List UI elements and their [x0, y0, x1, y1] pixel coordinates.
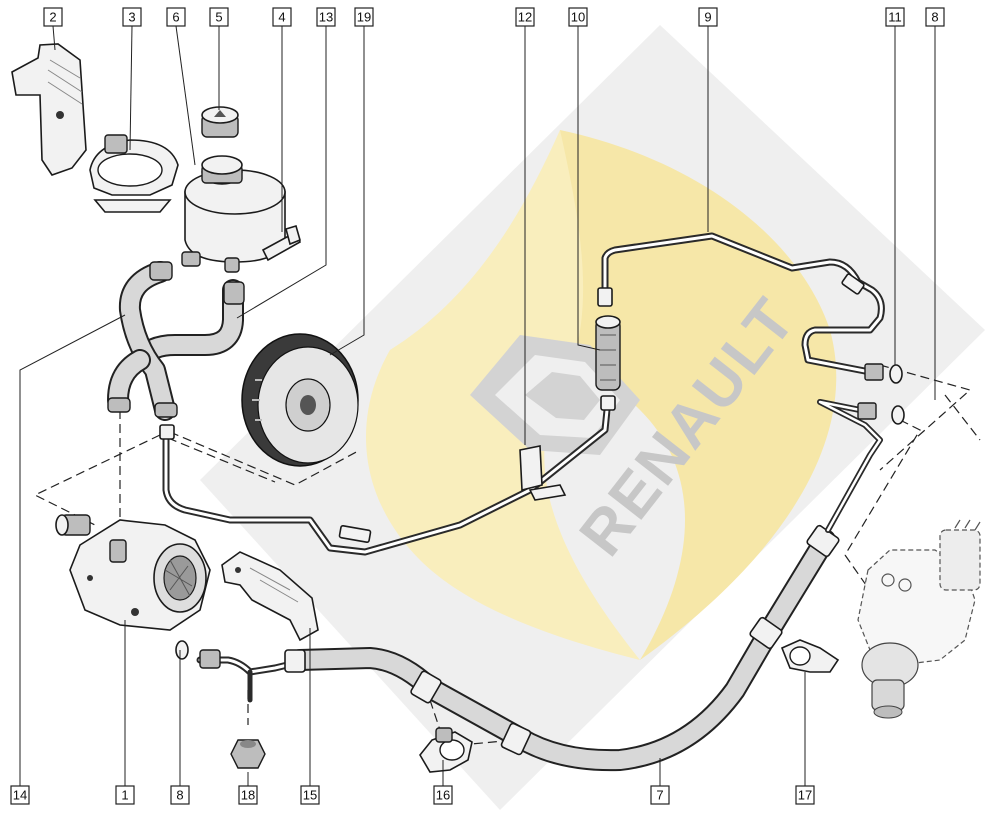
bracket-2 — [11, 43, 87, 176]
callout-label-c5: 5 — [215, 10, 222, 25]
callout-box-c16 — [433, 785, 453, 805]
callout-label-c1: 1 — [121, 788, 128, 803]
sleeve-10 — [595, 315, 621, 391]
leader-line-c19 — [329, 26, 365, 356]
leader-line-c2 — [52, 25, 56, 51]
callout-box-c14 — [10, 785, 30, 805]
callout-box-c2 — [43, 7, 63, 27]
callout-label-c2: 2 — [49, 10, 56, 25]
nut-18 — [230, 739, 266, 769]
callout-box-c12 — [515, 7, 535, 27]
callout-box-c6 — [166, 7, 186, 27]
callout-label-c18: 18 — [241, 788, 255, 803]
callout-label-c11: 11 — [888, 10, 902, 25]
reservoir-cap-5 — [201, 106, 239, 138]
callout-box-c3 — [122, 7, 142, 27]
callout-label-c13: 13 — [319, 10, 333, 25]
callout-label-c6: 6 — [172, 10, 179, 25]
callout-label-c9: 9 — [704, 10, 711, 25]
watermark: RENAULT — [200, 25, 985, 810]
callout-box-c1 — [115, 785, 135, 805]
pump-pressure-fitting — [175, 640, 306, 703]
callout-box-c13 — [316, 7, 336, 27]
callout-box-c17 — [795, 785, 815, 805]
callout-label-c4: 4 — [278, 10, 285, 25]
callout-label-c7: 7 — [656, 788, 663, 803]
bracket-15 — [221, 551, 319, 642]
callout-box-c10 — [568, 7, 588, 27]
clip-12 — [519, 445, 567, 501]
leader-line-c10 — [577, 26, 601, 351]
callout-label-c12: 12 — [518, 10, 532, 25]
pipe-9-return-line — [597, 232, 903, 384]
callout-box-c7 — [650, 785, 670, 805]
callout-label-c3: 3 — [128, 10, 135, 25]
reservoir-6 — [181, 155, 286, 273]
callout-box-c11 — [885, 7, 905, 27]
hose-14-return — [107, 261, 178, 421]
pulley-19 — [241, 333, 359, 467]
callout-label-c15: 15 — [303, 788, 317, 803]
callout-box-c15 — [300, 785, 320, 805]
hose-7-high-pressure — [289, 399, 905, 772]
pump-1 — [55, 514, 211, 631]
callout-box-c8b — [170, 785, 190, 805]
callout-box-c5 — [209, 7, 229, 27]
callout-box-c9 — [698, 7, 718, 27]
leader-line-c13 — [236, 26, 327, 319]
pipe-delivery-line — [159, 395, 616, 556]
clip-4 — [261, 225, 302, 262]
leader-line-c3 — [129, 25, 133, 151]
callout-label-c17: 17 — [798, 788, 812, 803]
clamp-17 — [780, 639, 840, 673]
callout-box-c18 — [238, 785, 258, 805]
callout-label-c8b: 8 — [176, 788, 183, 803]
callout-label-c19: 19 — [357, 10, 371, 25]
clamp-3 — [89, 134, 179, 213]
leader-line-c14 — [19, 314, 126, 786]
steering-rack-phantom — [857, 519, 981, 719]
callout-label-c10: 10 — [571, 10, 585, 25]
clamp-16 — [419, 727, 473, 773]
callout-box-c8a — [925, 7, 945, 27]
callout-label-c14: 14 — [13, 788, 27, 803]
callout-box-c19 — [354, 7, 374, 27]
callout-label-c8a: 8 — [931, 10, 938, 25]
callout-label-c16: 16 — [436, 788, 450, 803]
leader-line-c6 — [175, 25, 196, 166]
callout-box-c4 — [272, 7, 292, 27]
hose-13-feed — [129, 279, 245, 371]
